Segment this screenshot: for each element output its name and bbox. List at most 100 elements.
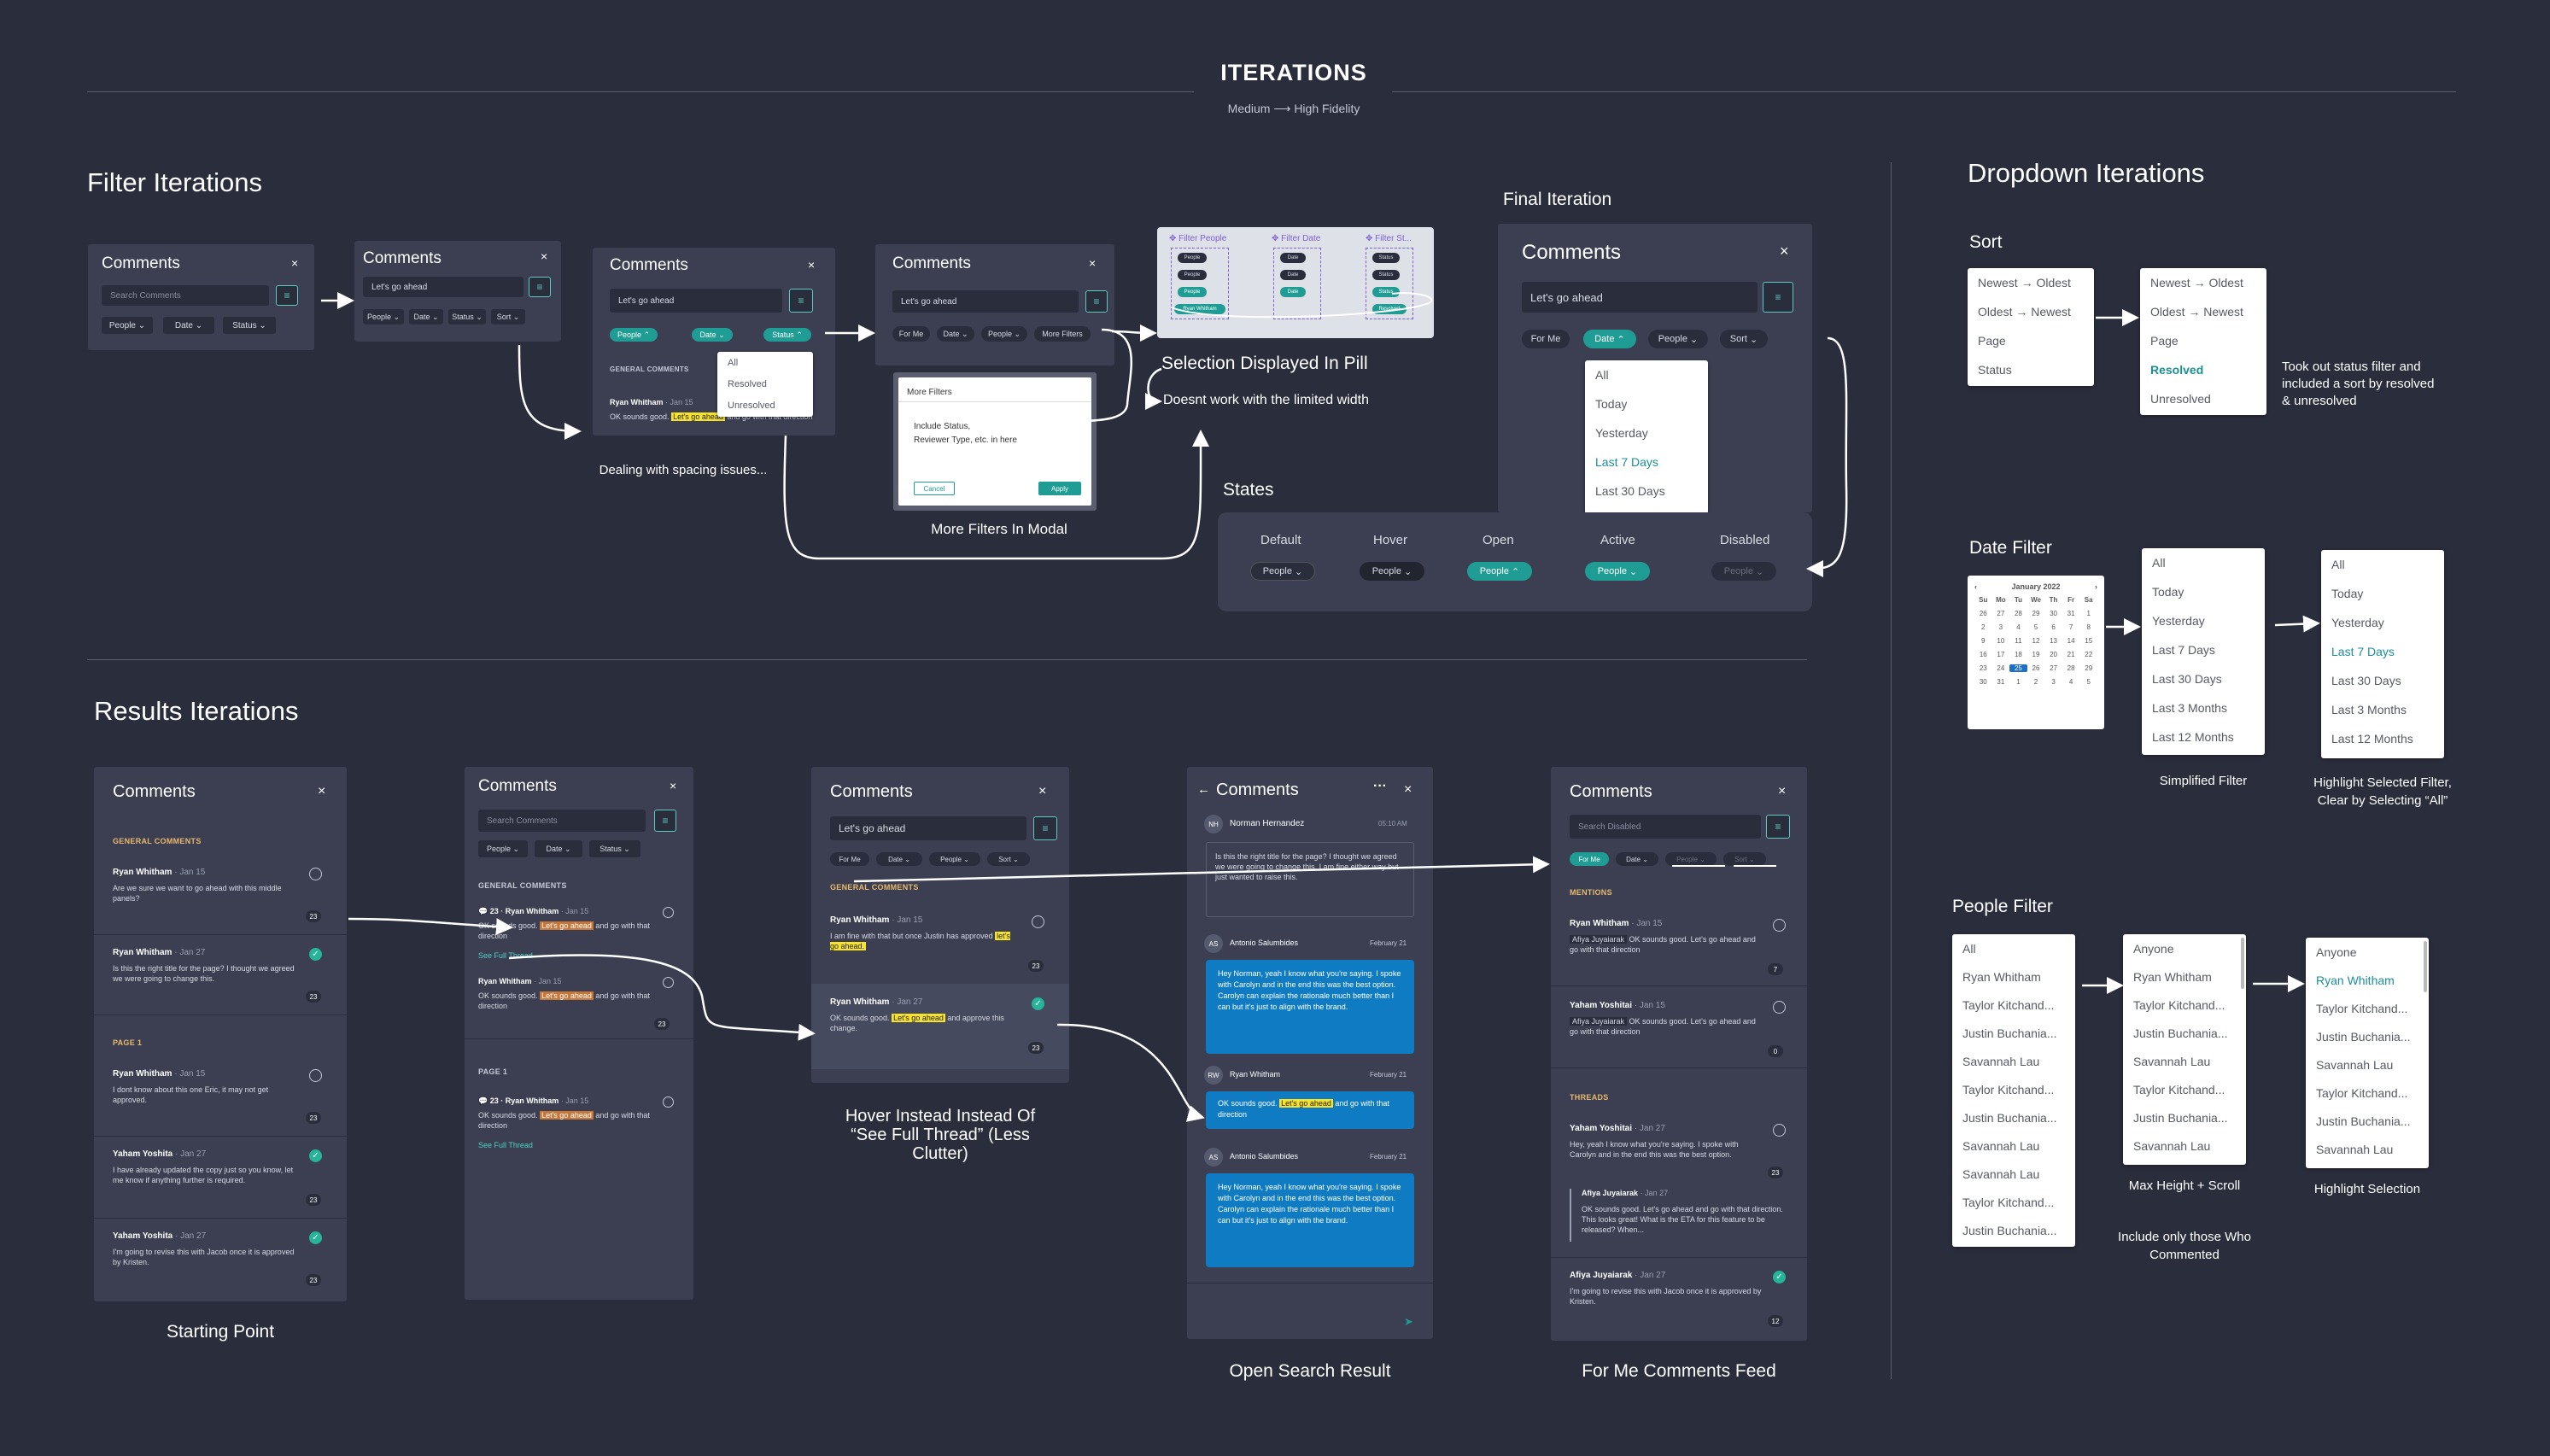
- date-dropdown[interactable]: Date ⌄: [409, 309, 443, 325]
- people-dropdown[interactable]: People ⌄: [981, 326, 1027, 342]
- people-option[interactable]: Justin Buchania...: [2316, 1029, 2411, 1044]
- sort-option[interactable]: Oldest → Newest: [1978, 305, 2071, 319]
- modal-cancel-button[interactable]: Cancel: [914, 482, 955, 495]
- resolved-check-icon[interactable]: ✓: [309, 1149, 322, 1162]
- calendar-day[interactable]: 27: [2050, 664, 2058, 672]
- people-option[interactable]: Justin Buchania...: [2133, 1026, 2228, 1040]
- date-option-all[interactable]: All: [1595, 368, 1609, 382]
- date-dropdown[interactable]: Date ⌄: [1616, 852, 1658, 866]
- date-option-last-30-days[interactable]: Last 30 Days: [1595, 484, 1665, 498]
- people-option[interactable]: Savannah Lau: [1962, 1054, 2040, 1068]
- sort-option[interactable]: Page: [2150, 334, 2179, 348]
- date-option[interactable]: Last 30 Days: [2152, 672, 2222, 686]
- calendar-day[interactable]: 1: [2086, 610, 2091, 617]
- status-dropdown[interactable]: Status ⌄: [448, 309, 486, 325]
- people-option[interactable]: Savannah Lau: [2133, 1138, 2211, 1153]
- for-me-tab[interactable]: For Me: [830, 852, 869, 866]
- calendar-day[interactable]: 26: [1979, 610, 1987, 617]
- people-option[interactable]: Ryan Whitham: [2133, 969, 2212, 984]
- date-option[interactable]: Last 12 Months: [2331, 732, 2413, 746]
- sort-option-selected[interactable]: Resolved: [2150, 363, 2204, 377]
- search-input[interactable]: Let's go ahead: [1522, 282, 1758, 313]
- status-option-unresolved[interactable]: Unresolved: [728, 400, 775, 411]
- date-dropdown[interactable]: Date ⌄: [163, 317, 214, 334]
- calendar-day[interactable]: 20: [2050, 651, 2058, 658]
- people-pill-active[interactable]: People ⌃: [610, 328, 658, 342]
- calendar-day[interactable]: 24: [1997, 664, 2005, 672]
- sort-dropdown[interactable]: Sort ⌄: [1720, 330, 1768, 348]
- date-option[interactable]: Last 12 Months: [2152, 730, 2234, 744]
- close-icon[interactable]: ×: [1038, 784, 1047, 798]
- calendar-day[interactable]: 11: [2015, 637, 2022, 645]
- modal-apply-button[interactable]: Apply: [1038, 482, 1081, 495]
- calendar-day[interactable]: 28: [2067, 664, 2075, 672]
- people-option-selected[interactable]: Ryan Whitham: [2316, 973, 2395, 987]
- people-option[interactable]: Justin Buchania...: [1962, 1223, 2057, 1237]
- close-icon[interactable]: ×: [1089, 256, 1097, 270]
- date-option[interactable]: Last 30 Days: [2331, 674, 2401, 687]
- for-me-tab[interactable]: For Me: [892, 326, 930, 342]
- date-option[interactable]: Last 3 Months: [2152, 701, 2227, 715]
- calendar-day[interactable]: 19: [2032, 651, 2040, 658]
- sort-dropdown[interactable]: Sort ⌄: [987, 852, 1030, 866]
- people-option[interactable]: Savannah Lau: [1962, 1167, 2040, 1181]
- filter-icon[interactable]: ≡: [1085, 290, 1108, 313]
- calendar-day[interactable]: 26: [2032, 664, 2040, 672]
- people-option[interactable]: Ryan Whitham: [1962, 969, 2041, 984]
- calendar-day-selected[interactable]: 25: [2009, 664, 2027, 672]
- filter-icon[interactable]: ≡: [789, 289, 813, 313]
- date-option-yesterday[interactable]: Yesterday: [1595, 426, 1648, 440]
- status-dropdown[interactable]: Status ⌄: [223, 317, 276, 334]
- see-full-thread-link[interactable]: See Full Thread: [478, 1141, 533, 1149]
- filter-icon[interactable]: ≡: [529, 277, 551, 297]
- sort-option[interactable]: Newest → Oldest: [2150, 276, 2243, 289]
- calendar-day[interactable]: 13: [2050, 637, 2058, 645]
- status-pill-active[interactable]: Status ⌃: [763, 328, 811, 342]
- resolve-toggle[interactable]: [309, 1069, 322, 1082]
- calendar-day[interactable]: 23: [1979, 664, 1987, 672]
- people-option[interactable]: Savannah Lau: [2316, 1142, 2394, 1156]
- filter-icon[interactable]: ≡: [1033, 816, 1057, 840]
- people-option[interactable]: Taylor Kitchand...: [2316, 1001, 2408, 1015]
- date-option[interactable]: All: [2152, 556, 2166, 570]
- close-icon[interactable]: ×: [1404, 782, 1412, 797]
- state-hover-pill[interactable]: People ⌄: [1360, 562, 1424, 581]
- resolve-toggle[interactable]: [663, 907, 674, 918]
- people-dropdown[interactable]: People ⌄: [363, 309, 404, 325]
- for-me-tab-active[interactable]: For Me: [1570, 852, 1609, 866]
- close-icon[interactable]: ×: [1778, 784, 1787, 798]
- send-icon[interactable]: ➤: [1404, 1315, 1413, 1328]
- people-dropdown[interactable]: People ⌄: [929, 852, 980, 866]
- prev-month-icon[interactable]: ‹: [1974, 582, 1977, 591]
- people-option[interactable]: Justin Buchania...: [2316, 1114, 2411, 1128]
- calendar-day[interactable]: 2: [1981, 623, 1986, 631]
- calendar-day[interactable]: 16: [1979, 651, 1987, 658]
- calendar-day[interactable]: 30: [1979, 678, 1987, 686]
- date-option[interactable]: Today: [2331, 587, 2364, 600]
- calendar-day[interactable]: 3: [2051, 678, 2056, 686]
- calendar-day[interactable]: 14: [2067, 637, 2075, 645]
- search-input[interactable]: Let's go ahead: [610, 289, 782, 313]
- date-option-today[interactable]: Today: [1595, 397, 1628, 411]
- resolved-check-icon[interactable]: ✓: [1773, 1271, 1786, 1284]
- people-option[interactable]: Taylor Kitchand...: [2133, 1082, 2225, 1096]
- resolve-toggle[interactable]: [663, 1096, 674, 1108]
- calendar-day[interactable]: 1: [2016, 678, 2021, 686]
- people-dropdown[interactable]: People ⌄: [478, 840, 528, 857]
- scrollbar[interactable]: [2241, 938, 2244, 989]
- people-dropdown[interactable]: People ⌄: [102, 317, 153, 334]
- calendar-day[interactable]: 22: [2085, 651, 2093, 658]
- calendar-day[interactable]: 31: [1997, 678, 2005, 686]
- close-icon[interactable]: ×: [318, 784, 326, 798]
- people-option[interactable]: Savannah Lau: [1962, 1138, 2040, 1153]
- calendar-day[interactable]: 21: [2067, 651, 2075, 658]
- calendar-day[interactable]: 6: [2051, 623, 2056, 631]
- state-active-pill[interactable]: People ⌄: [1585, 562, 1650, 581]
- date-pill-open[interactable]: Date ⌃: [1583, 330, 1636, 348]
- people-option[interactable]: Anyone: [2133, 941, 2174, 956]
- resolve-toggle[interactable]: [309, 868, 322, 880]
- calendar-day[interactable]: 27: [1997, 610, 2005, 617]
- date-option-selected[interactable]: Last 7 Days: [2331, 645, 2395, 658]
- filter-icon[interactable]: ≡: [1763, 282, 1793, 313]
- sort-option[interactable]: Oldest → Newest: [2150, 305, 2243, 319]
